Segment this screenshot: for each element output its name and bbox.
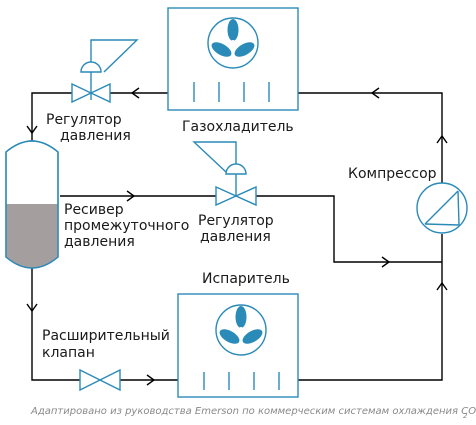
pipe-top-left2 xyxy=(31,92,72,143)
compressor-icon xyxy=(416,182,468,234)
evaporator-coil xyxy=(203,372,280,390)
labels: Регулятор давления Газохладитель Компрес… xyxy=(30,112,476,420)
fan-icon xyxy=(215,304,267,356)
caption: Адаптировано из руководства Emerson по к… xyxy=(30,406,476,417)
pipe-mid-right xyxy=(256,195,442,263)
flow-arrows xyxy=(26,87,448,386)
receiver-label-2: промежуточного xyxy=(64,218,189,234)
pressure-regulator-icon xyxy=(71,39,139,104)
fan-icon xyxy=(207,17,259,69)
receiver-label-1: Ресивер xyxy=(64,202,124,218)
arrow-left-down xyxy=(26,125,38,135)
pressure-regulator-icon xyxy=(192,141,257,207)
regulator-mid-label-2: давления xyxy=(200,229,271,245)
evaporator-label: Испаритель xyxy=(202,271,290,287)
regulator-mid-label-1: Регулятор xyxy=(198,213,274,229)
gas-cooler-coil xyxy=(193,82,270,102)
arrow-mid-2 xyxy=(381,256,391,268)
pipe-bottom-left xyxy=(31,263,80,381)
evaporator xyxy=(177,293,299,398)
caption-subscript: 2 xyxy=(463,412,468,420)
gas-cooler xyxy=(167,7,299,111)
receiver-tank-icon xyxy=(5,140,59,269)
arrow-top-2 xyxy=(130,87,140,99)
pipe-bottom-right xyxy=(298,234,443,381)
expansion-valve-label-2: клапан xyxy=(42,345,95,361)
arrow-bottom-left-down xyxy=(26,303,38,313)
arrow-right-up xyxy=(436,134,448,144)
receiver-liquid xyxy=(6,204,58,268)
gas-cooler-label: Газохладитель xyxy=(182,119,294,135)
expansion-valve-icon xyxy=(79,368,121,392)
pipe-top xyxy=(298,92,443,183)
arrow-mid-1 xyxy=(126,190,136,202)
arrow-top-1 xyxy=(370,87,380,99)
arrow-right-bottom-up xyxy=(436,281,448,291)
arrow-bottom-1 xyxy=(146,374,156,386)
regulator-top-label-2: давления xyxy=(60,128,131,144)
expansion-valve-label-1: Расширительный xyxy=(42,328,170,344)
regulator-top-label-1: Регулятор xyxy=(46,112,122,128)
receiver-label-3: давления xyxy=(64,234,135,250)
compressor-label: Компрессор xyxy=(348,166,437,182)
